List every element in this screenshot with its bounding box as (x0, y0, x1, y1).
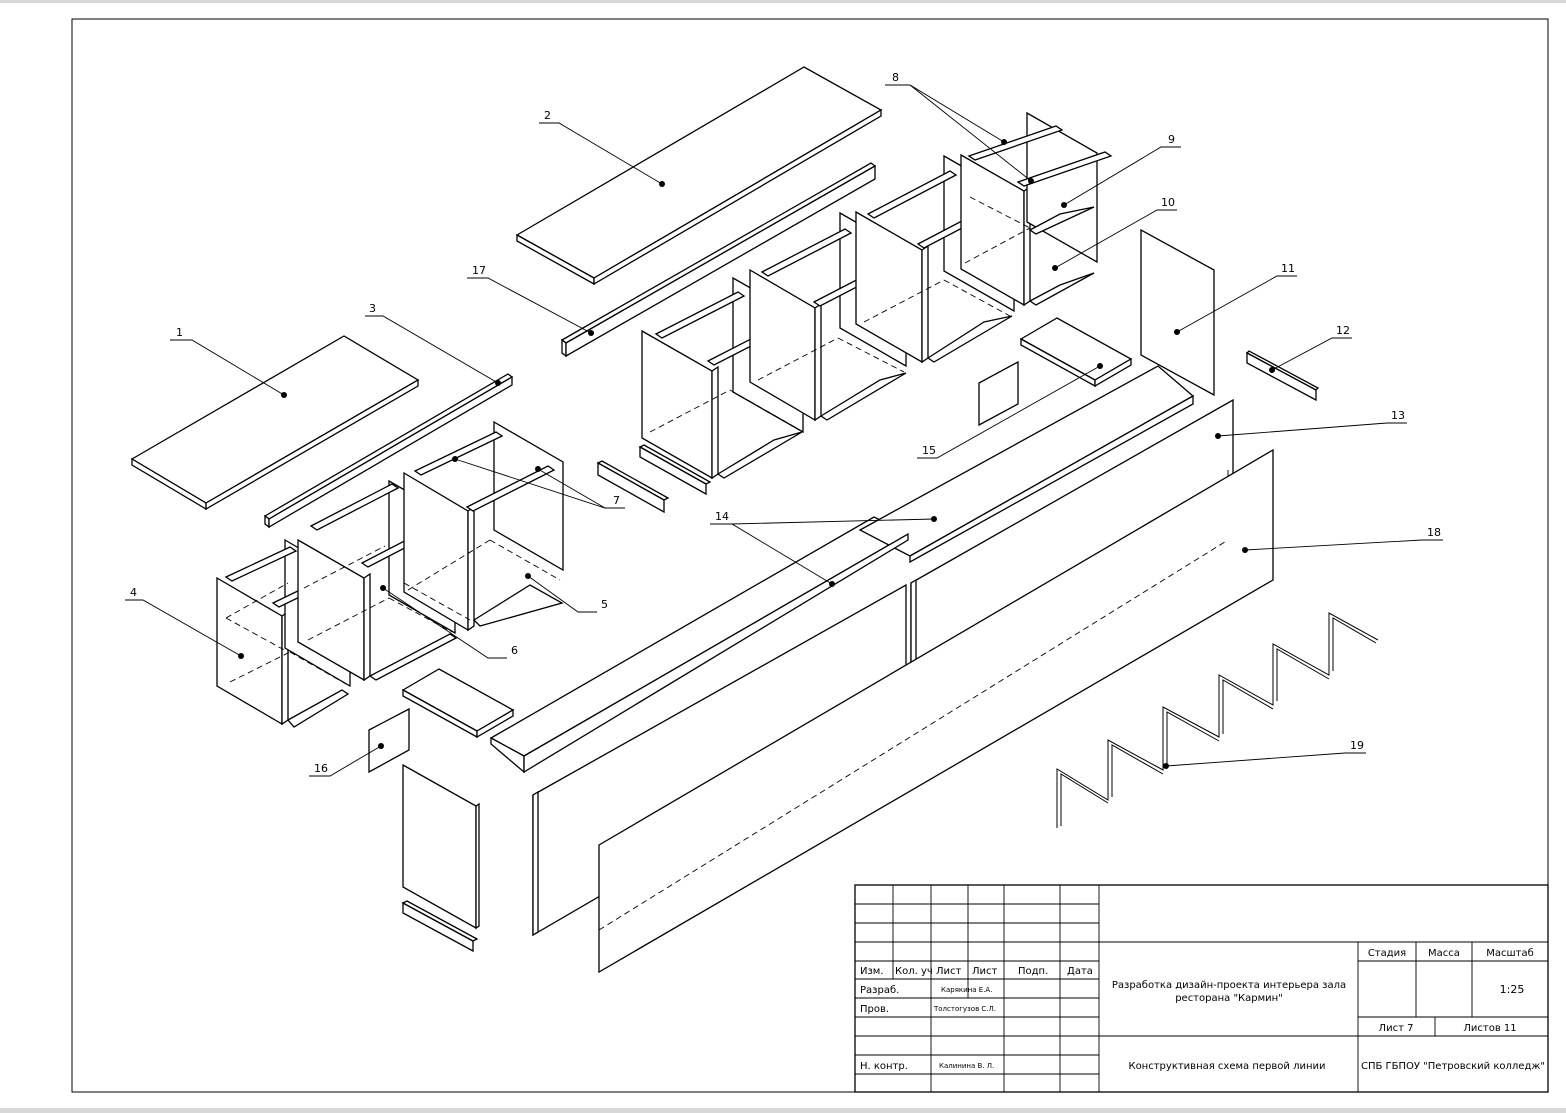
bottom-edge (0, 1108, 1566, 1113)
tb-header-kol-uch: Кол. уч (895, 966, 933, 977)
middle-cabinet-group (641, 111, 1113, 480)
tb-stage-label: Стадия (1368, 948, 1406, 959)
left-cabinet-group (216, 420, 564, 728)
label-part-14: 14 (715, 510, 729, 523)
tb-header-podp: Подп. (1018, 966, 1048, 977)
tb-header-data: Дата (1067, 966, 1093, 977)
label-part-8: 8 (892, 71, 899, 84)
tb-mass-label: Масса (1428, 948, 1460, 959)
label-part-2: 2 (544, 109, 551, 122)
label-part-6: 6 (511, 644, 518, 657)
tb-header-list-2: Лист (972, 966, 998, 977)
part-19-zigzag (1056, 612, 1379, 828)
tb-scale-value: 1:25 (1500, 983, 1525, 996)
tb-nkontr-label: Н. контр. (860, 1061, 908, 1072)
tb-sheets-total: Листов 11 (1463, 1023, 1516, 1034)
label-part-19: 19 (1350, 739, 1364, 752)
label-part-12: 12 (1336, 324, 1350, 337)
tb-prov-label: Пров. (860, 1004, 889, 1015)
label-part-3: 3 (369, 302, 376, 315)
label-part-9: 9 (1168, 133, 1175, 146)
kick-strip-middle (638, 444, 712, 496)
part-15-panel (978, 360, 1019, 427)
part-14-counter (489, 365, 1195, 774)
label-part-17: 17 (472, 264, 486, 277)
part-16-panel (368, 707, 410, 774)
tb-nkontr-name: Калинина В. Л. (939, 1062, 994, 1070)
tb-header-izm: Изм. (860, 966, 884, 977)
part-15-slab (1019, 317, 1133, 388)
label-part-18: 18 (1427, 526, 1441, 539)
title-block: Изм. Кол. уч Лист Лист Подп. Дата Разраб… (854, 884, 1549, 1093)
part-3-strip (263, 373, 514, 529)
top-edge (0, 0, 1566, 3)
part-2-top-board (515, 66, 883, 286)
tb-razrab-label: Разраб. (860, 985, 899, 996)
tb-project-title-line1: Разработка дизайн-проекта интерьера зала (1112, 980, 1346, 991)
tb-sheet-no: Лист 7 (1379, 1023, 1414, 1034)
part-11-panel (1140, 228, 1215, 397)
label-part-5: 5 (601, 598, 608, 611)
label-part-15: 15 (922, 444, 936, 457)
kick-strip-bottom (401, 900, 479, 953)
part-17-strip (560, 162, 877, 358)
kick-strip-left (596, 460, 670, 514)
tb-scale-label: Масштаб (1486, 948, 1534, 959)
leader-dots (238, 139, 1275, 769)
part-12-strip (1245, 350, 1320, 402)
tb-sheet-title: Конструктивная схема первой линии (1128, 1061, 1325, 1072)
tb-razrab-name: Карякина Е.А. (941, 986, 992, 994)
tb-project-title-line2: ресторана "Кармин" (1175, 993, 1283, 1004)
tb-prov-name: Толстогузов С.Л. (933, 1005, 996, 1013)
door-panel (402, 763, 480, 930)
part-1-top-board (130, 335, 420, 511)
part-16-slab (401, 668, 515, 739)
leader-lines (125, 84, 1443, 777)
tb-header-list: Лист (936, 966, 962, 977)
label-part-11: 11 (1281, 262, 1295, 275)
drawing-frame (71, 18, 1549, 1093)
label-part-13: 13 (1391, 409, 1405, 422)
label-part-16: 16 (314, 762, 328, 775)
label-part-7: 7 (613, 494, 620, 507)
part-18-back-panel (598, 448, 1274, 974)
tb-organization: СПБ ГБПОУ "Петровский колледж" (1361, 1061, 1545, 1072)
label-part-1: 1 (176, 326, 183, 339)
label-part-4: 4 (130, 586, 137, 599)
label-part-10: 10 (1161, 196, 1175, 209)
